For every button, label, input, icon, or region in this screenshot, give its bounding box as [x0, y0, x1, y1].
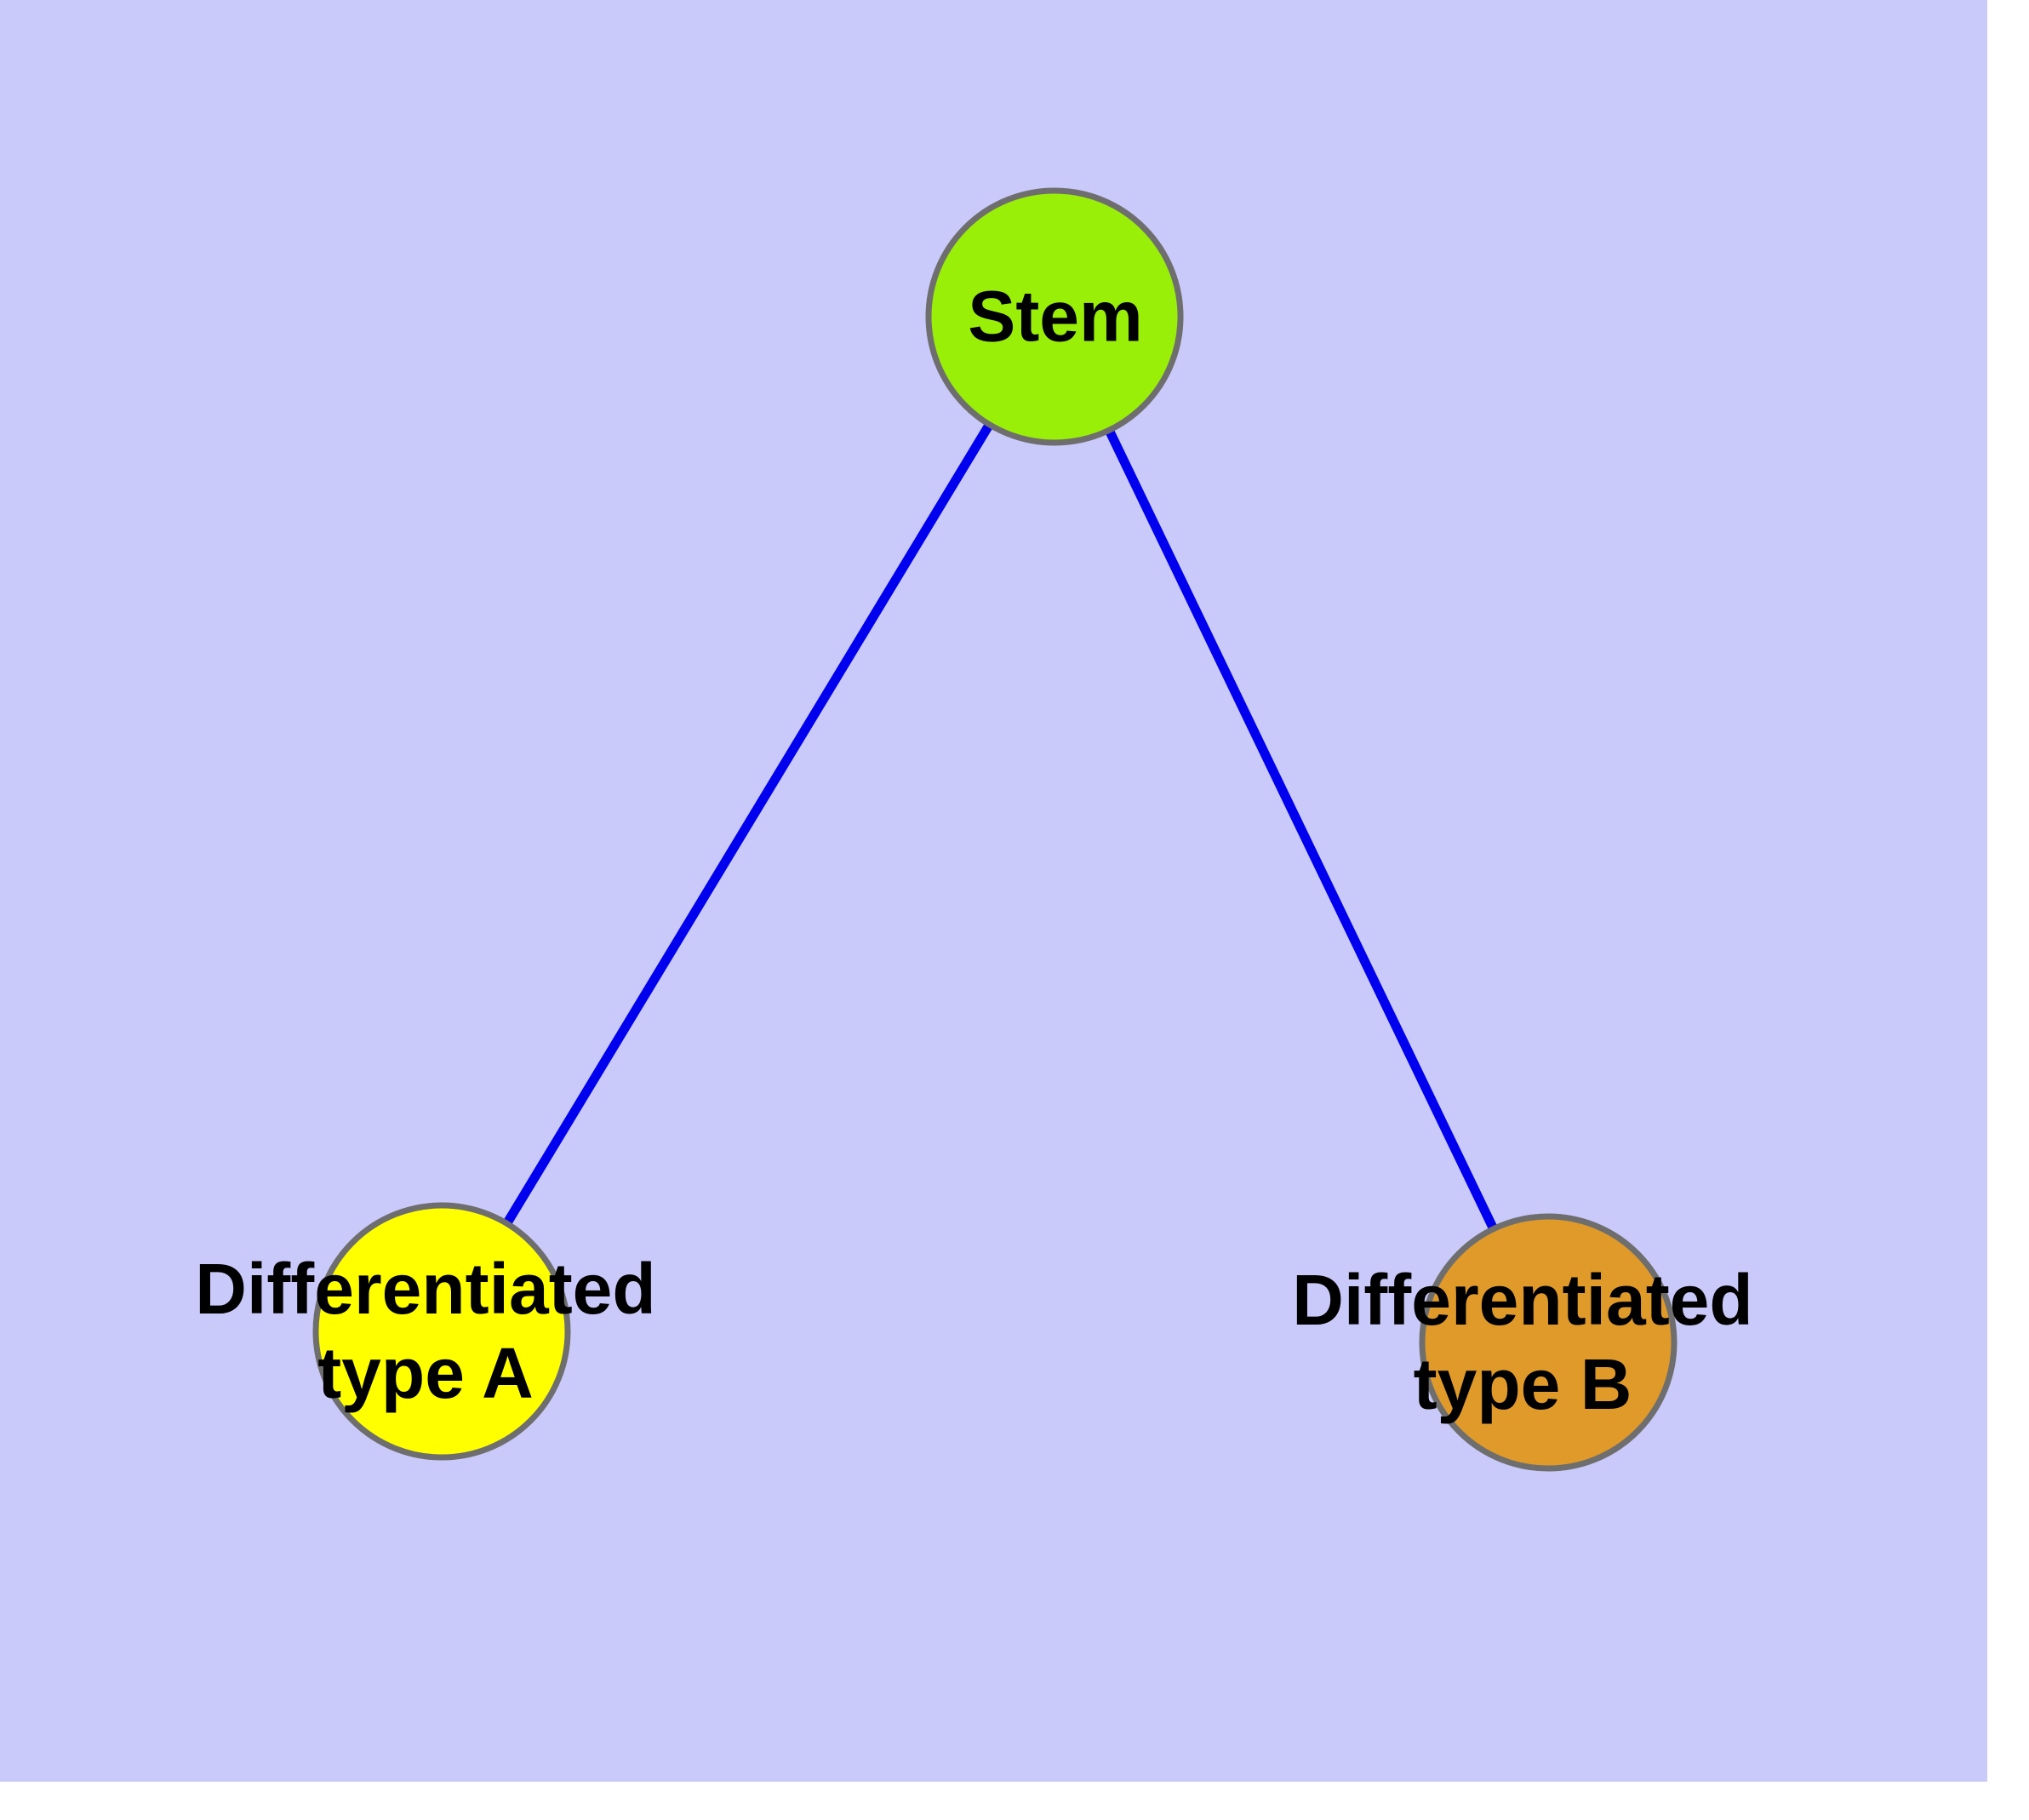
edge-stem-to-diff-a	[437, 314, 1059, 1334]
node-stem-circle[interactable]	[925, 187, 1184, 446]
node-differentiated-type-a-circle[interactable]	[312, 1202, 571, 1461]
edges-group	[437, 314, 1552, 1345]
node-stem-label: Stem	[968, 277, 1142, 357]
node-differentiated-type-b-circle[interactable]	[1419, 1213, 1677, 1472]
node-stem[interactable]: Stem	[925, 187, 1184, 446]
edge-stem-to-diff-b	[1050, 314, 1552, 1345]
